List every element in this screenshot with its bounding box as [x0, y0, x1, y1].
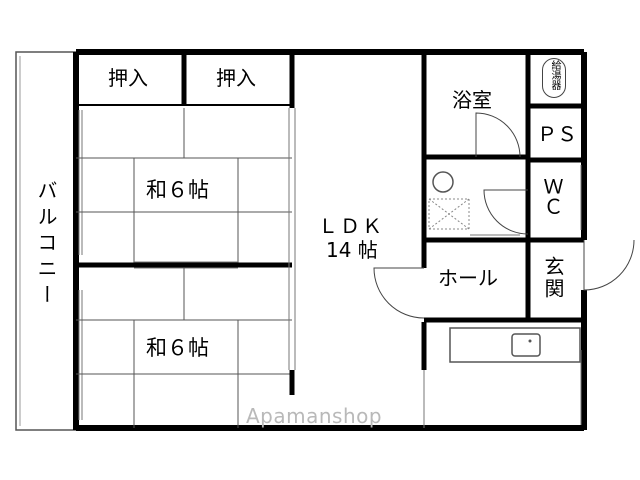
- ldk-size-label: 14 帖: [326, 238, 378, 262]
- bathroom-label: 浴室: [452, 88, 492, 112]
- fusuma-marks: [134, 261, 238, 269]
- watermark: Apamanshop: [246, 404, 383, 428]
- entrance-label: 玄関: [541, 256, 565, 300]
- hall-label: ホール: [438, 266, 498, 290]
- ldk-label: ＬＤＫ: [318, 214, 384, 238]
- entrance-door-swing: [583, 239, 635, 291]
- kitchen-sink: [511, 333, 541, 357]
- tatami-grid-2: [76, 268, 292, 428]
- washitsu-label-1: 和６帖: [146, 178, 209, 202]
- ldk-door-swing: [373, 267, 425, 319]
- closet-label-2: 押入: [216, 66, 256, 90]
- washer-icon: [432, 171, 454, 193]
- washbasin-icon: [428, 198, 470, 230]
- wc-door-swing: [483, 189, 529, 235]
- water-heater-label: 給湯器: [549, 60, 560, 90]
- wc-label: ＷＣ: [540, 176, 564, 216]
- tatami-grid-1: [76, 108, 292, 265]
- balcony-windows: [78, 110, 83, 420]
- water-heater-icon: [542, 58, 566, 98]
- bath-door-swing: [475, 112, 521, 158]
- closet-label-1: 押入: [108, 66, 148, 90]
- washitsu-label-2: 和６帖: [146, 336, 209, 360]
- balcony-label: バルコニー: [34, 180, 58, 310]
- pipe-space-label: ＰＳ: [537, 122, 577, 146]
- kitchen-counter: [449, 327, 581, 363]
- exterior-walls: [73, 49, 587, 431]
- sliding-door-marks: [288, 108, 296, 370]
